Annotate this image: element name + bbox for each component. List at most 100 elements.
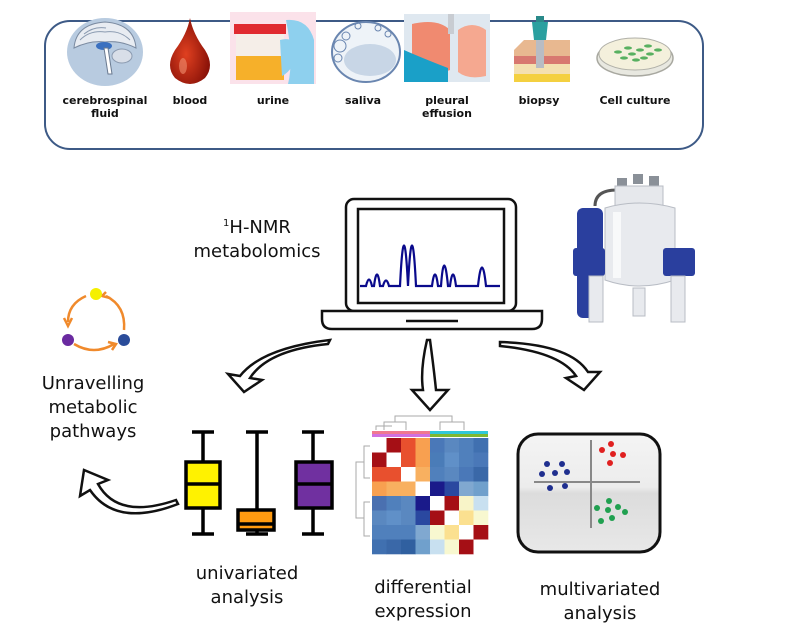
heatmap-cell bbox=[459, 481, 474, 497]
pca-scatter-icon bbox=[516, 432, 662, 554]
heatmap-cell bbox=[430, 467, 445, 482]
heatmap-cell bbox=[459, 438, 474, 453]
sample-label-line: saliva bbox=[344, 94, 382, 107]
heatmap-cell bbox=[430, 539, 445, 555]
heatmap-cell bbox=[415, 452, 431, 468]
nmr-title: H-NMR bbox=[229, 217, 291, 238]
differential-line-2: expression bbox=[374, 601, 472, 622]
heatmap-cell bbox=[372, 496, 387, 511]
heatmap-cell bbox=[430, 510, 445, 526]
sample-biopsy: biopsy bbox=[494, 10, 584, 107]
sample-label-line: pleural bbox=[425, 94, 469, 107]
univariate-line-1: univariated bbox=[195, 563, 299, 584]
nmr-subtitle: metabolomics bbox=[193, 241, 321, 262]
cycle-node-purple bbox=[62, 334, 74, 346]
arrow-to-differential bbox=[409, 338, 451, 412]
heatmap-cell bbox=[473, 467, 489, 482]
scatter-cluster-red bbox=[599, 441, 626, 466]
heatmap-cell bbox=[372, 510, 387, 526]
heatmap-cell bbox=[372, 481, 387, 497]
heatmap-cell bbox=[401, 438, 416, 453]
boxplot-icon bbox=[184, 430, 334, 536]
heatmap-cell bbox=[473, 438, 489, 453]
heatmap-cell bbox=[386, 481, 402, 497]
arrow-to-pathways bbox=[78, 468, 180, 515]
univariate-line-2: analysis bbox=[210, 587, 284, 608]
heatmap-cell bbox=[444, 452, 460, 468]
heatmap-cell bbox=[401, 452, 416, 468]
petri-dish-icon bbox=[596, 37, 674, 77]
laptop-spectrum-icon bbox=[320, 197, 544, 331]
multivariate-label: multivariated analysis bbox=[530, 578, 670, 626]
sample-cell-culture: Cell culture bbox=[590, 10, 680, 107]
pathways-line-3: pathways bbox=[49, 421, 137, 442]
heatmap-cell bbox=[401, 467, 416, 482]
heatmap-cell bbox=[459, 452, 474, 468]
saliva-bubbles-icon bbox=[331, 21, 401, 83]
boxplot-yellow bbox=[184, 430, 222, 536]
differential-line-1: differential bbox=[374, 577, 472, 598]
heatmap-cell bbox=[430, 525, 445, 540]
heatmap-cell bbox=[473, 539, 489, 555]
nmr-spectrum-line bbox=[360, 244, 500, 288]
heatmap-cell bbox=[444, 510, 460, 526]
heatmap-cell bbox=[473, 496, 489, 511]
heatmap-cell bbox=[459, 467, 474, 482]
urine-cup-icon bbox=[230, 12, 316, 85]
sample-label-line: Cell culture bbox=[599, 94, 671, 107]
heatmap-dendrogram-icon bbox=[355, 415, 489, 555]
heatmap-cell bbox=[386, 539, 402, 555]
sample-label-line: urine bbox=[256, 94, 290, 107]
heatmap-cell bbox=[444, 525, 460, 540]
pathways-line-1: Unravelling bbox=[41, 373, 145, 394]
cycle-node-blue bbox=[118, 334, 130, 346]
heatmap-cell bbox=[415, 510, 431, 526]
heatmap-cell bbox=[415, 525, 431, 540]
heatmap-cell bbox=[415, 467, 431, 482]
heatmap-cell bbox=[386, 510, 402, 526]
heatmap-cell bbox=[401, 525, 416, 540]
heatmap-cell bbox=[401, 510, 416, 526]
sample-urine: urine bbox=[228, 10, 318, 107]
sample-pleural-effusion: pleural effusion bbox=[402, 10, 492, 120]
heatmap-cell bbox=[444, 438, 460, 453]
sample-saliva: saliva bbox=[318, 10, 408, 107]
heatmap-cell bbox=[430, 481, 445, 497]
heatmap-cell bbox=[430, 452, 445, 468]
heatmap-cell bbox=[386, 467, 402, 482]
heatmap-cell bbox=[372, 525, 387, 540]
heatmap-cell bbox=[415, 438, 431, 453]
heatmap-cell bbox=[473, 525, 489, 540]
multivariate-line-2: analysis bbox=[563, 603, 637, 624]
boxplot-orange bbox=[236, 430, 276, 536]
heatmap-cell bbox=[386, 496, 402, 511]
side-dendrogram bbox=[355, 445, 370, 537]
scatter-cluster-green bbox=[594, 498, 628, 524]
heatmap-cell bbox=[401, 481, 416, 497]
pathways-line-2: metabolic bbox=[48, 397, 138, 418]
blood-drop-icon bbox=[170, 18, 210, 84]
heatmap-cell bbox=[430, 496, 445, 511]
heatmap-cell bbox=[372, 452, 387, 468]
heatmap-cell bbox=[444, 467, 460, 482]
heatmap-cell bbox=[415, 539, 431, 555]
heatmap-cell bbox=[415, 496, 431, 511]
metabolic-cycle-icon bbox=[62, 288, 130, 352]
multivariate-line-1: multivariated bbox=[539, 579, 661, 600]
sample-label-line: effusion bbox=[422, 107, 472, 120]
heatmap-cell bbox=[473, 481, 489, 497]
sample-csf: cerebrospinal fluid bbox=[60, 10, 150, 120]
arrow-to-univariate bbox=[224, 338, 333, 394]
sample-label-line: cerebrospinal bbox=[62, 94, 148, 107]
heatmap-cell bbox=[372, 467, 387, 482]
nmr-spectrometer-icon bbox=[573, 174, 695, 323]
nmr-metabolomics-label: 1H-NMR metabolomics bbox=[182, 212, 332, 264]
heatmap-cell bbox=[372, 438, 387, 453]
pathways-label: Unravelling metabolic pathways bbox=[18, 372, 168, 444]
heatmap-cell bbox=[372, 539, 387, 555]
heatmap-cell bbox=[473, 452, 489, 468]
heatmap-cell bbox=[444, 496, 460, 511]
heatmap-cell bbox=[401, 539, 416, 555]
sample-types-panel bbox=[44, 20, 704, 150]
